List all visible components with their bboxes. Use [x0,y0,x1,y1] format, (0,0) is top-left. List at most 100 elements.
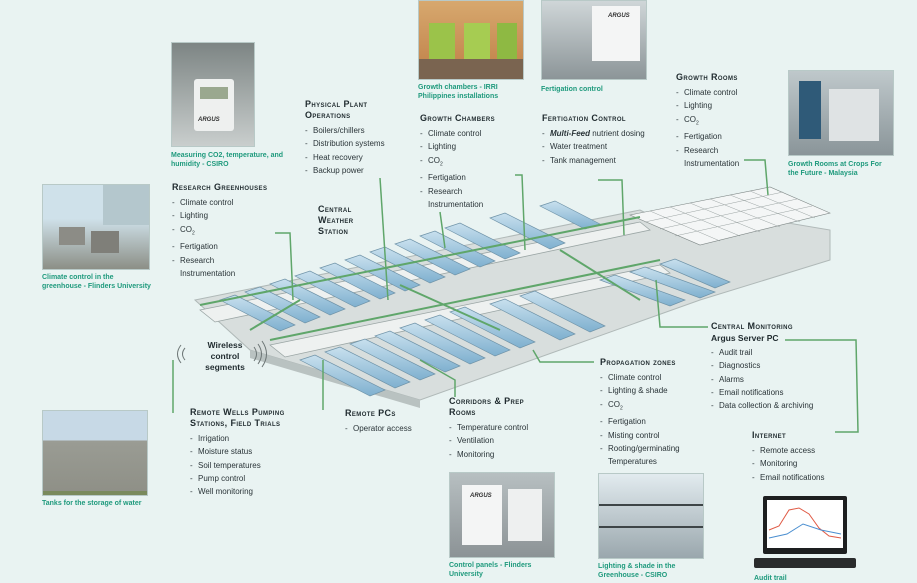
physical-plant-title: Physical Plant Operations [305,99,368,120]
list-item: Research Instrumentation [172,254,260,281]
growth-chambers-caption: Growth chambers - IRRI Philippines insta… [418,84,499,100]
corridors-group: Corridors & Prep Rooms Temperature contr… [449,396,559,461]
list-item: Fertigation [600,415,710,429]
co2-monitor-caption: Measuring CO2, temperature, and humidity… [171,152,284,168]
list-item: Fertigation [172,240,302,254]
fertigation-title: Fertigation Control [542,113,626,123]
tanks-photo [42,410,148,496]
list-item: Distribution systems [305,137,415,151]
list-item: Data collection & archiving [711,399,851,413]
greenhouse-rows [219,200,601,332]
weather-station-title: Central Weather Station [318,204,354,236]
list-item: Heat recovery [305,151,415,165]
wireless-title: Wireless control segments [205,340,245,372]
list-item: CO2 [420,154,530,172]
growth-rooms-photo [788,70,894,156]
audit-trail-screen [767,500,843,548]
list-item: Temperature control [449,421,559,435]
list-item: Misting control [600,429,710,443]
climate-caption: Climate control in the greenhouse - Flin… [42,274,151,290]
list-item: Climate control [600,371,710,385]
list-item: Email notifications [711,386,851,400]
list-item: Research Instrumentation [420,185,508,212]
wireless-group: Wireless control segments [200,340,250,373]
internet-group: Internet Remote access Monitoring Email … [752,430,862,484]
list-item: Diagnostics [711,359,851,373]
lighting-photo [598,473,704,559]
list-item: CO2 [676,113,776,131]
list-item: Email notifications [752,471,862,485]
physical-plant-group: Physical Plant Operations Boilers/chille… [305,99,415,177]
weather-station-group: Central Weather Station [318,204,378,237]
remote-wells-group: Remote Wells Pumping Stations, Field Tri… [190,407,300,499]
wireless-signal [177,340,267,368]
control-panels-caption: Control panels - Flinders University [449,562,532,578]
co2-monitor-photo: ARGUS [171,42,255,147]
list-item: Tank management [542,154,672,168]
propagation-group: Propagation zones Climate control Lighti… [600,357,710,469]
corridors-title: Corridors & Prep Rooms [449,396,525,417]
list-item: Backup power [305,164,415,178]
research-greenhouses-title: Research Greenhouses [172,182,268,192]
list-item: Climate control [420,127,530,141]
list-item: Research Instrumentation [676,144,764,171]
research-greenhouses-group: Research Greenhouses Climate control Lig… [172,182,302,280]
fertigation-caption: Fertigation control [541,86,603,93]
computer-monitor [763,496,847,554]
fertigation-photo: ARGUS [541,0,647,80]
list-item: Audit trail [711,346,851,360]
growth-room-grid [628,186,831,246]
list-item: Climate control [172,196,302,210]
list-item: Monitoring [449,448,559,462]
list-item: Multi-Feed nutrient dosing [542,127,672,141]
fertigation-group: Fertigation Control Multi-Feed nutrient … [542,113,672,167]
computer-keyboard [754,558,856,568]
fertigation-argus-logo: ARGUS [608,13,630,19]
list-item: Operator access [345,422,435,436]
central-monitoring-title: Central Monitoring [711,321,793,331]
growth-chambers-group: Growth Chambers Climate control Lighting… [420,113,530,211]
lighting-caption: Lighting & shade in the Greenhouse - CSI… [598,563,676,579]
list-item: Well monitoring [190,485,300,499]
list-item: Lighting [172,209,302,223]
internet-title: Internet [752,430,787,440]
list-item: Lighting [676,99,776,113]
list-item: Moisture status [190,445,300,459]
growth-rooms-caption: Growth Rooms at Crops For the Future - M… [788,161,882,177]
growth-chambers-title: Growth Chambers [420,113,495,123]
list-item: Ventilation [449,434,559,448]
list-item: Fertigation [676,130,776,144]
remote-pcs-title: Remote PCs [345,408,396,418]
list-item: Pump control [190,472,300,486]
growth-rooms-title: Growth Rooms [676,72,738,82]
growth-chambers-photo [418,0,524,80]
list-item: Soil temperatures [190,459,300,473]
list-item: Fertigation [420,171,530,185]
control-panels-photo: ARGUS [449,472,555,558]
remote-wells-title: Remote Wells Pumping Stations, Field Tri… [190,407,285,428]
list-item: Monitoring [752,457,862,471]
central-monitoring-group: Central Monitoring Argus Server PC Audit… [711,321,851,413]
list-item: Climate control [676,86,776,100]
list-item: Rooting/germinating Temperatures [600,442,700,469]
panel-argus-logo: ARGUS [470,493,492,499]
audit-caption: Audit trail [754,575,787,582]
pipe-network [199,216,661,341]
climate-photo [42,184,150,270]
tanks-caption: Tanks for the storage of water [42,500,142,507]
list-item: Irrigation [190,432,300,446]
list-item: CO2 [600,398,710,416]
propagation-title: Propagation zones [600,357,676,367]
list-item: Boilers/chillers [305,124,415,138]
growth-rooms-group: Growth Rooms Climate control Lighting CO… [676,72,776,170]
list-item: Water treatment [542,140,672,154]
list-item: Remote access [752,444,862,458]
argus-server-label: Argus Server PC [711,333,779,343]
list-item: Alarms [711,373,851,387]
list-item: Lighting [420,140,530,154]
remote-pcs-group: Remote PCs Operator access [345,408,435,436]
list-item: CO2 [172,223,302,241]
argus-logo: ARGUS [198,117,220,123]
list-item: Lighting & shade [600,384,710,398]
